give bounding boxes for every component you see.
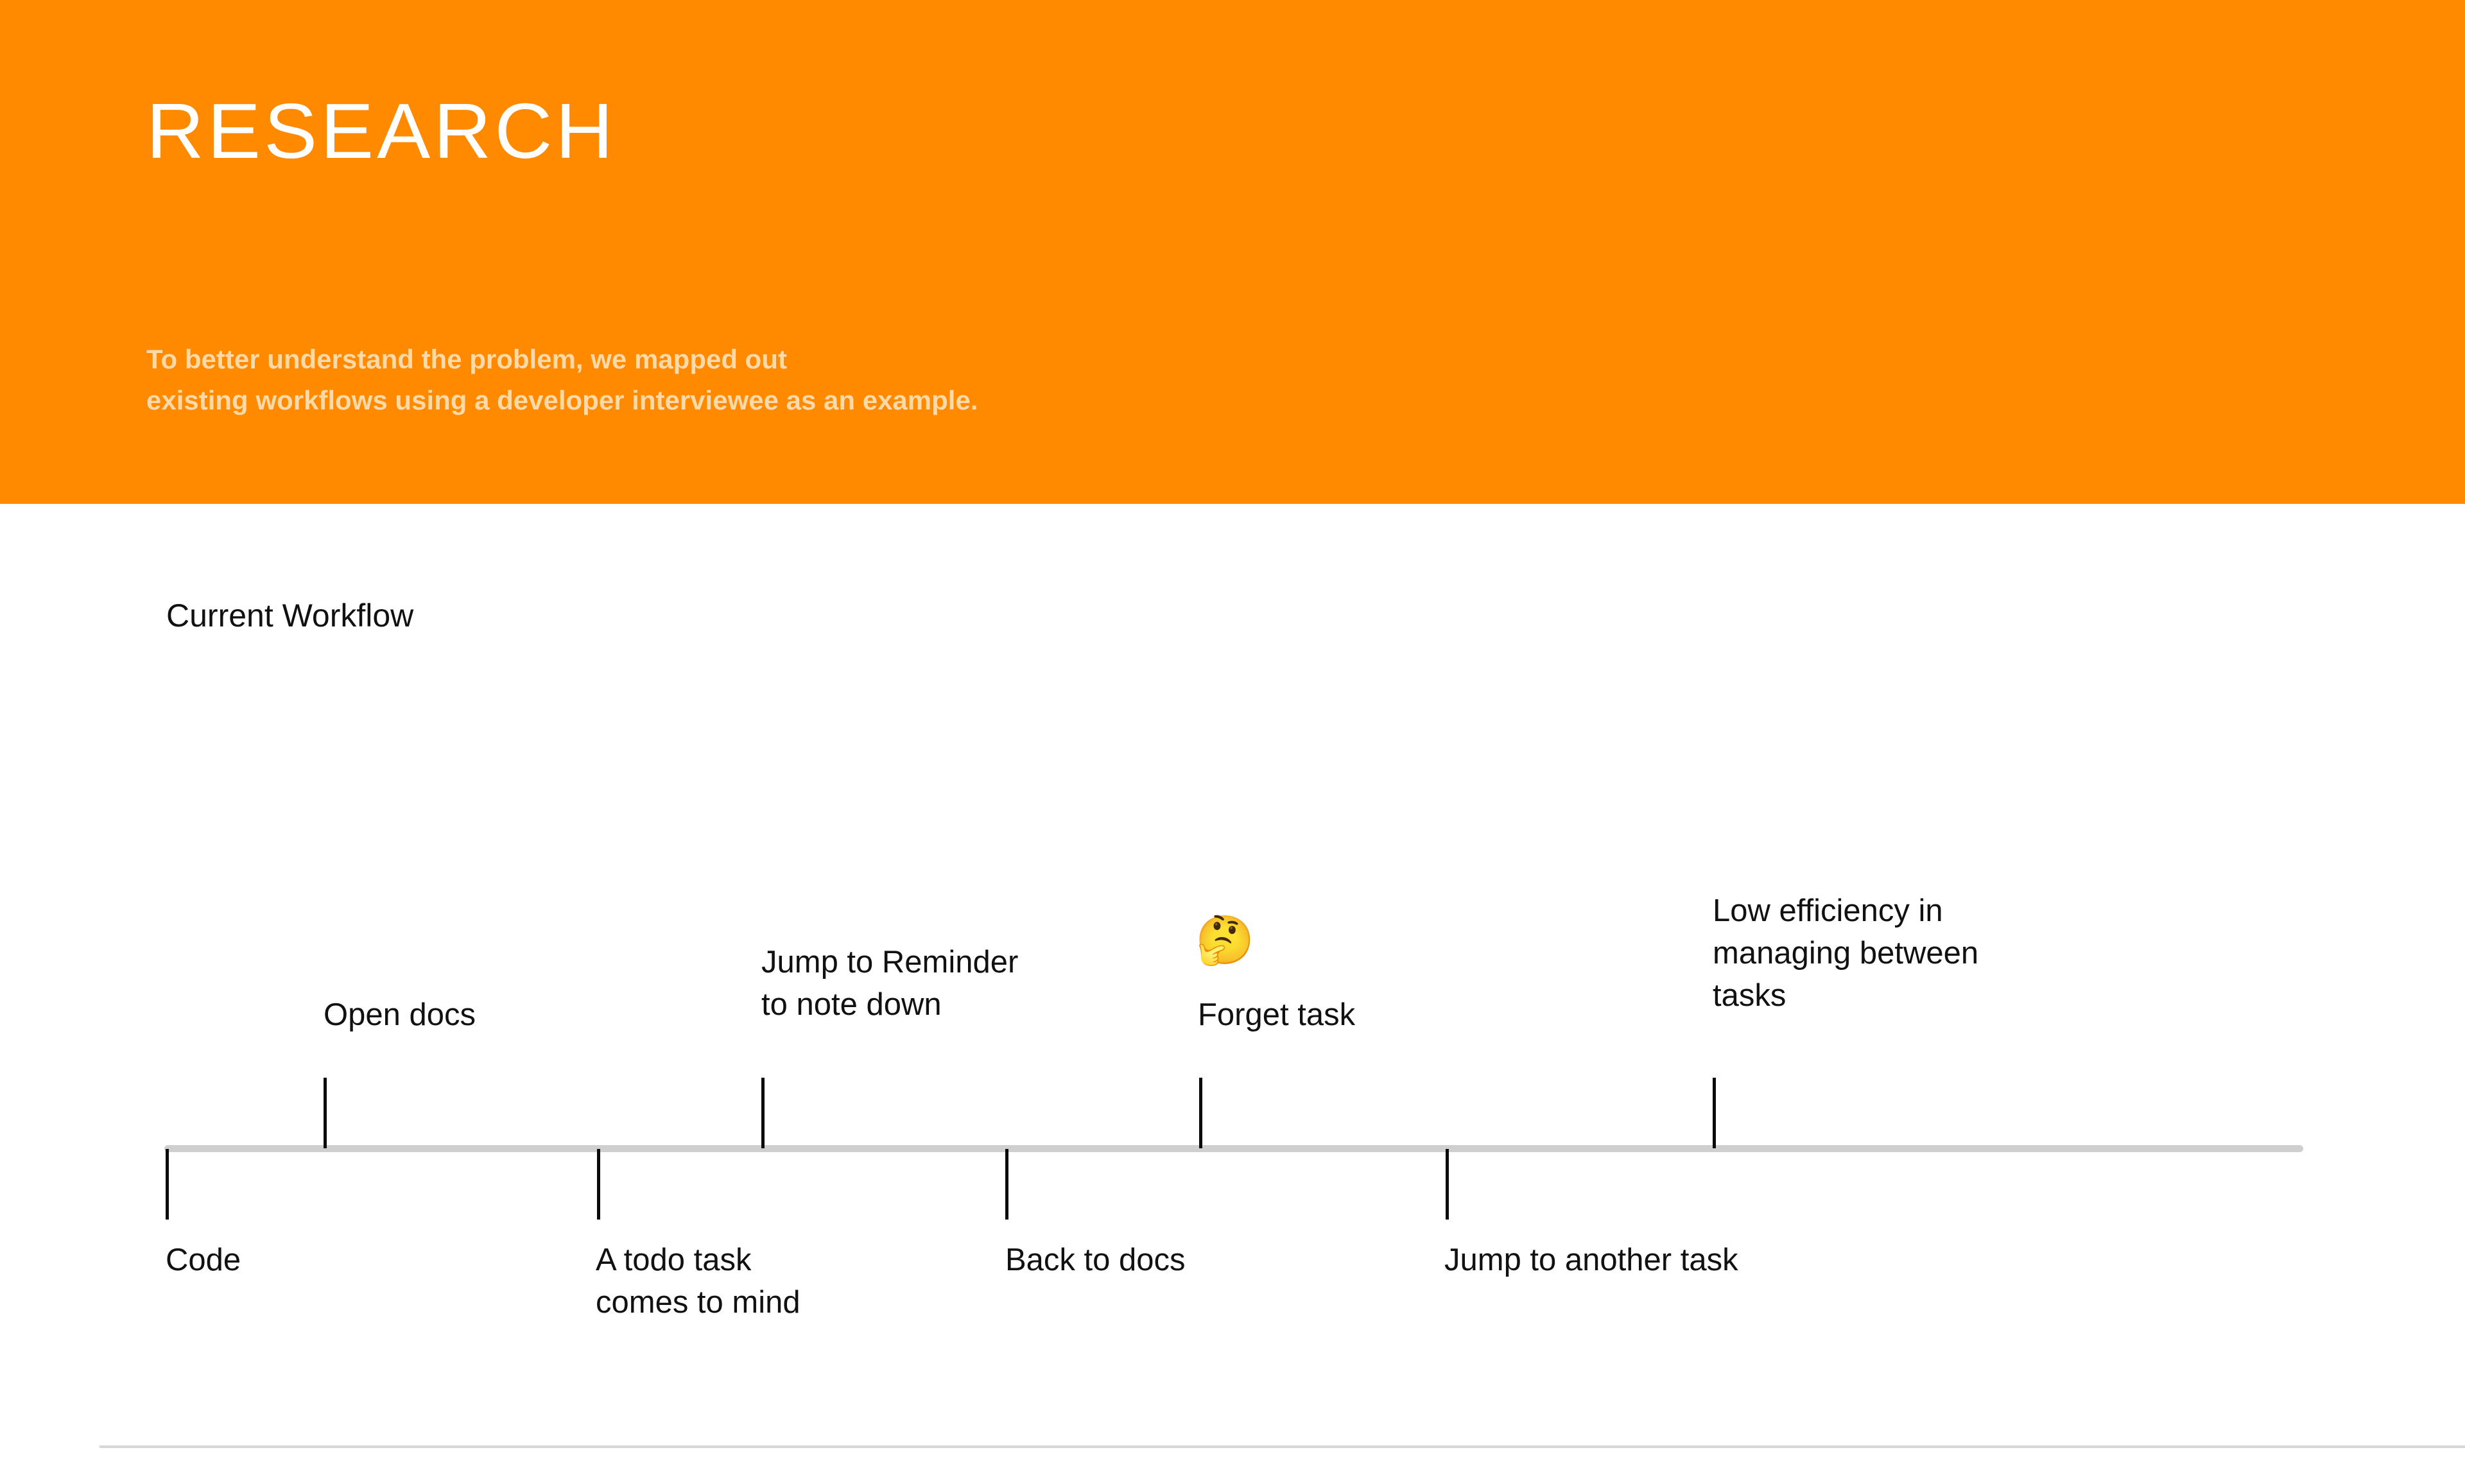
timeline-label-back-to-docs: Back to docs [1005,1243,1186,1277]
timeline-tick-above [1199,1078,1202,1148]
timeline-label-low-efficiency: Low efficiency in managing between tasks [1713,893,1979,1014]
timeline-label-code: Code [166,1243,241,1277]
timeline-tick-below [1446,1149,1449,1220]
timeline-axis [164,1145,2303,1152]
timeline-tick-above [761,1078,765,1148]
timeline-label-forget-task: Forget task [1198,997,1356,1032]
timeline-label-jump-another-task: Jump to another task [1444,1243,1738,1277]
timeline-label-todo-task: A todo task comes to mind [596,1243,800,1320]
footer-divider [99,1445,2465,1448]
timeline-tick-below [1005,1149,1008,1220]
section-title: Current Workflow [166,598,414,634]
timeline-label-open-docs: Open docs [324,997,476,1032]
timeline-tick-below [597,1149,600,1220]
thinking-face-icon: 🤔 [1195,913,1255,967]
hero-subtitle: To better understand the problem, we map… [146,344,978,415]
timeline-tick-above [324,1078,327,1148]
timeline-label-jump-to-reminder: Jump to Reminder to note down [761,945,1019,1022]
hero-banner: RESEARCH To better understand the proble… [0,0,2465,504]
timeline-tick-above [1713,1078,1716,1148]
page-title: RESEARCH [146,87,617,175]
timeline-tick-below [166,1149,169,1220]
